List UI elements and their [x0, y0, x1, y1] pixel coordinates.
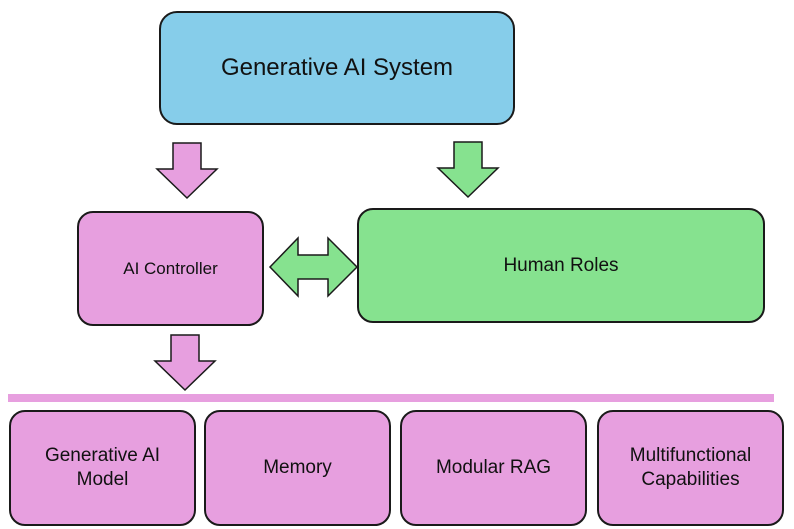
component-label: Generative AI Model [44, 445, 161, 490]
ai-controller-label: AI Controller [123, 258, 218, 278]
down-arrow-icon [153, 334, 217, 392]
component-label: Multifunctional Capabilities [629, 445, 752, 490]
component-label: Memory [263, 457, 332, 479]
modular-rag-box: Modular RAG [400, 410, 587, 526]
down-arrow-icon [436, 141, 500, 199]
generative-ai-system-box: Generative AI System [159, 11, 515, 125]
double-arrow-icon [268, 236, 359, 298]
ai-controller-box: AI Controller [77, 211, 264, 326]
human-roles-label: Human Roles [503, 254, 619, 276]
human-roles-box: Human Roles [357, 208, 765, 323]
component-label: Modular RAG [435, 457, 552, 479]
generative-ai-model-box: Generative AI Model [9, 410, 196, 526]
generative-ai-system-label: Generative AI System [220, 54, 454, 81]
multifunctional-capabilities-box: Multifunctional Capabilities [597, 410, 784, 526]
down-arrow-icon [155, 142, 219, 200]
memory-box: Memory [204, 410, 391, 526]
divider-bar [8, 394, 774, 402]
